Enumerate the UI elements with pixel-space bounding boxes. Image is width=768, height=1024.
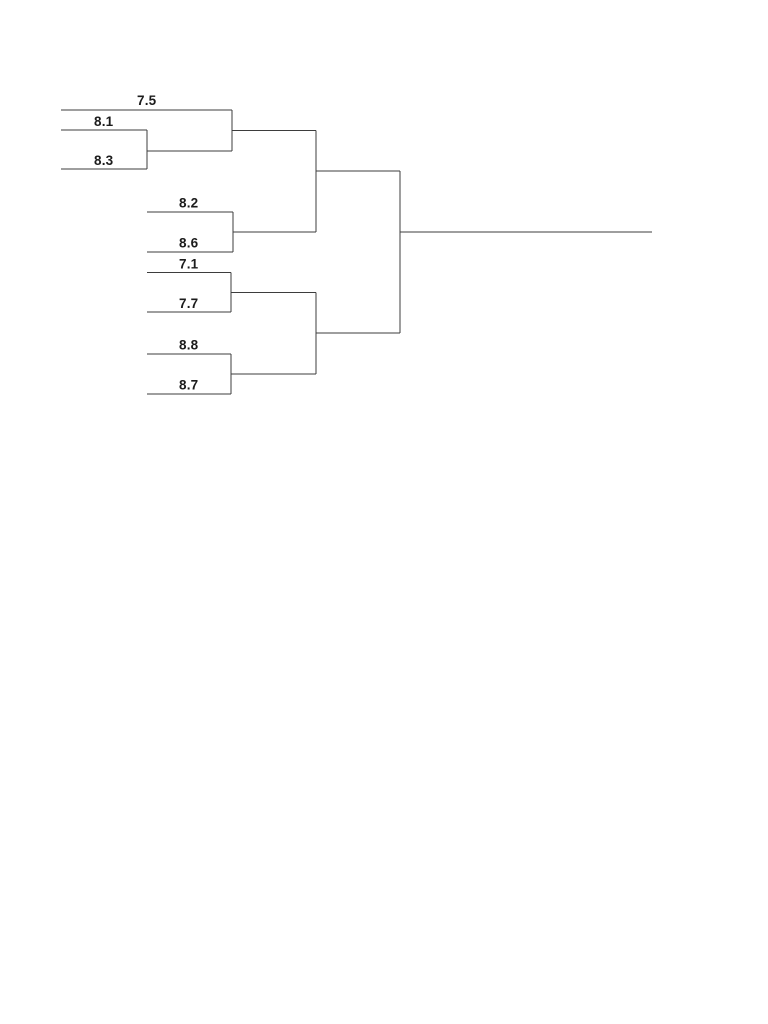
bracket-labels: 7.5 8.1 8.3 8.2 8.6 7.1 7.7 8.8 8.7 bbox=[94, 93, 199, 393]
seed-label-match2-top: 8.2 bbox=[179, 196, 198, 211]
seed-label-match1-top: 8.1 bbox=[94, 114, 114, 129]
seed-label-match2-bottom: 8.6 bbox=[179, 236, 199, 251]
seed-label-match3-top: 7.1 bbox=[179, 257, 199, 272]
seed-label-match1-bottom: 8.3 bbox=[94, 153, 114, 168]
bracket-lines bbox=[61, 109, 652, 395]
seed-label-match3-bottom: 7.7 bbox=[179, 296, 198, 311]
seed-label-bye: 7.5 bbox=[137, 93, 157, 108]
seed-label-match4-top: 8.8 bbox=[179, 338, 199, 353]
seed-label-match4-bottom: 8.7 bbox=[179, 378, 198, 393]
